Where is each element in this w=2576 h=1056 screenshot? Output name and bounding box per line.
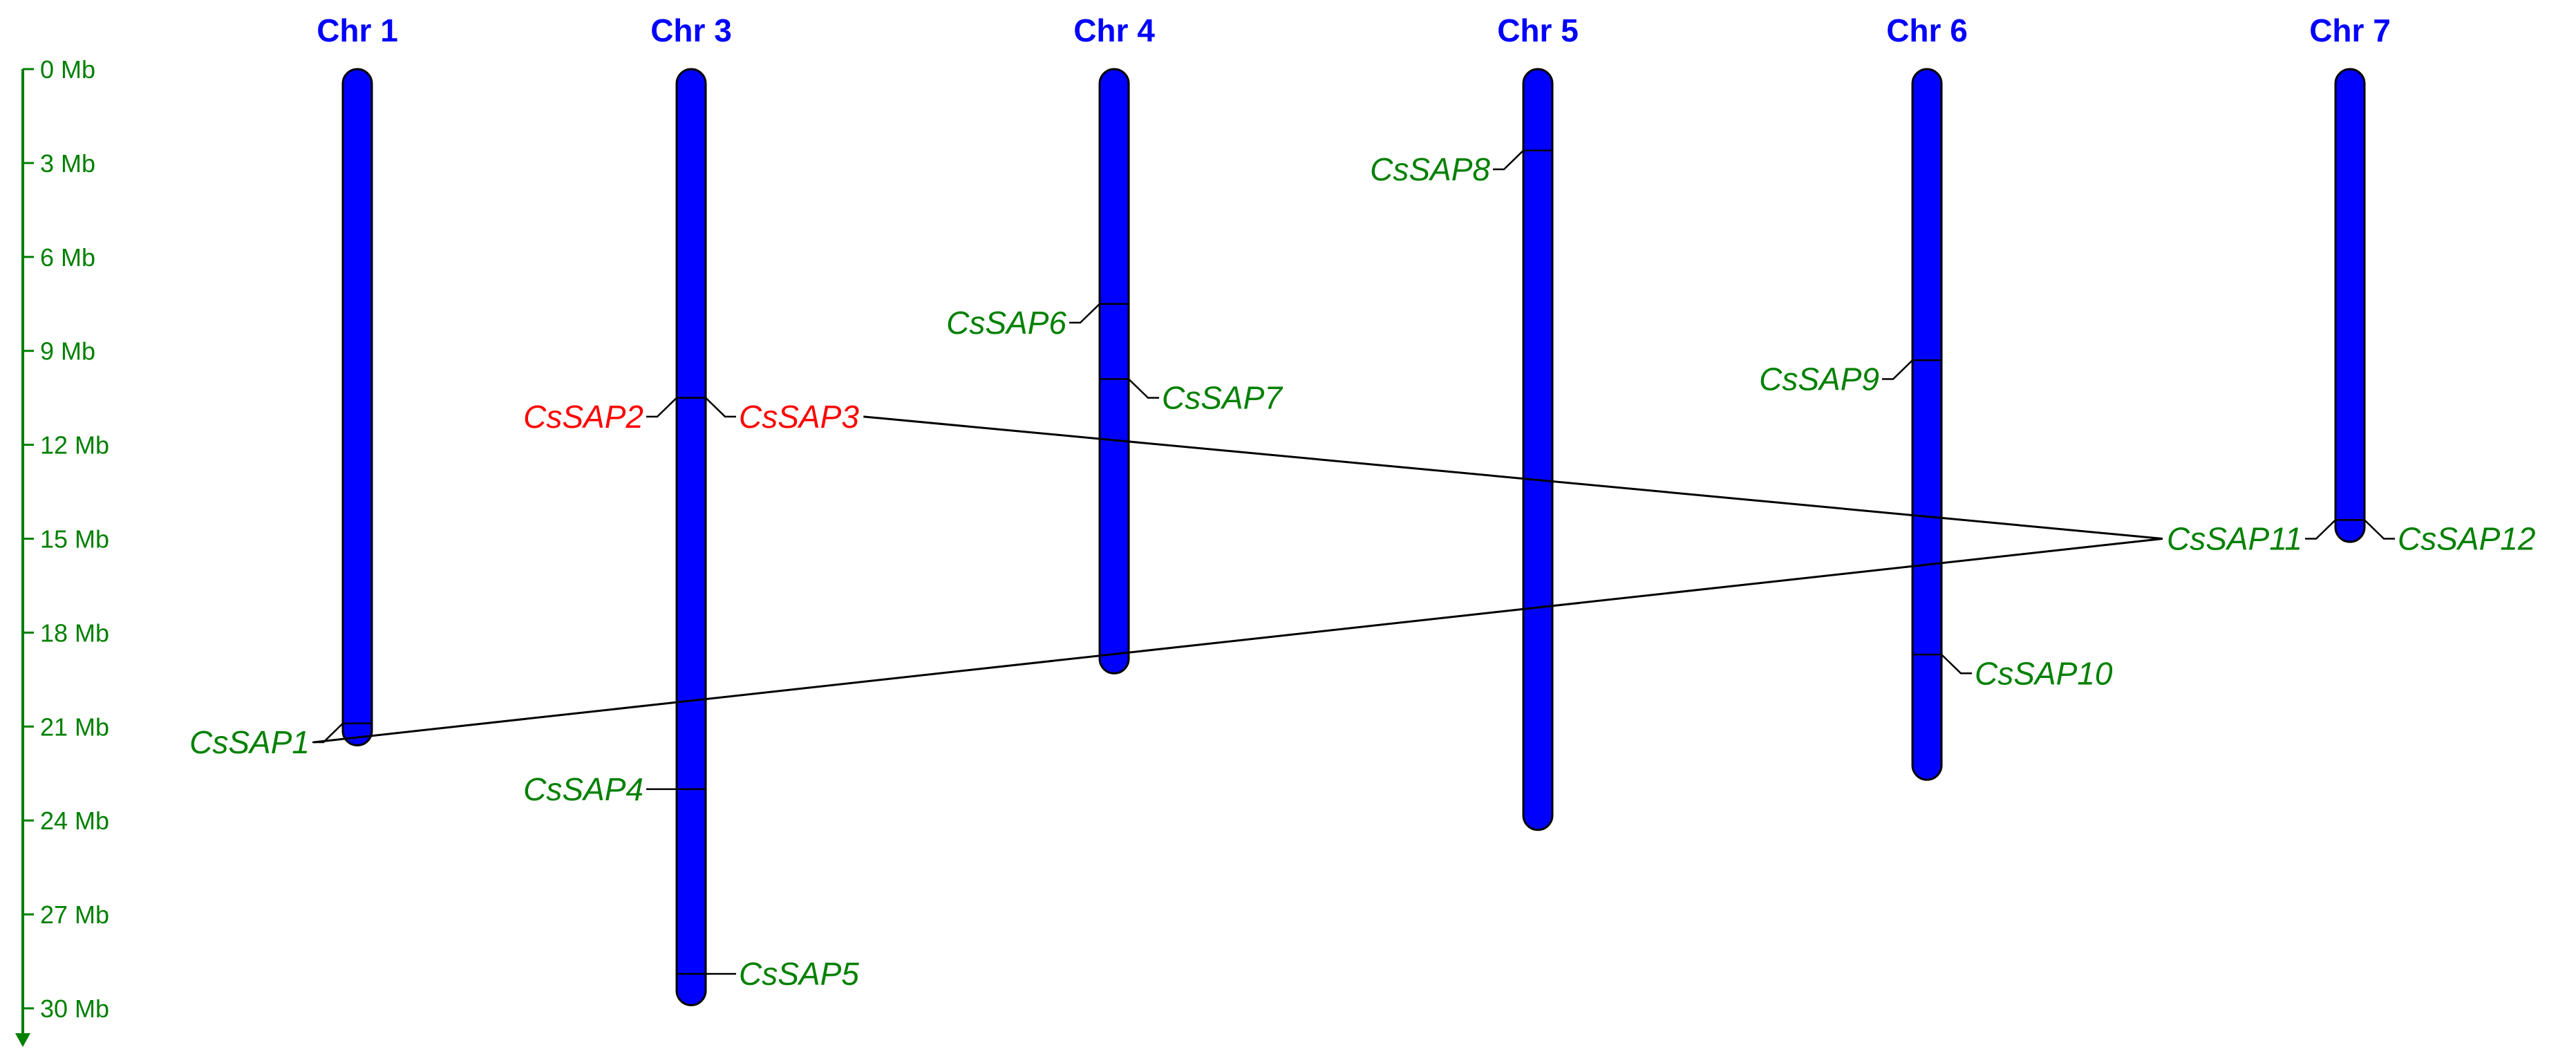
- gene-marker-CsSAP3: [677, 397, 736, 418]
- gene-marker-CsSAP7: [1100, 378, 1159, 399]
- axis-tick-label: 9 Mb: [40, 337, 95, 366]
- gene-label-CsSAP2: CsSAP2: [523, 399, 643, 435]
- chromosome-title-chr4: Chr 4: [1073, 12, 1155, 48]
- gene-label-CsSAP11: CsSAP11: [2167, 521, 2302, 557]
- chromosome-title-chr6: Chr 6: [1886, 12, 1968, 48]
- gene-label-CsSAP10: CsSAP10: [1975, 655, 2113, 691]
- duplication-link-CsSAP3-CsSAP11: [863, 415, 2163, 540]
- gene-label-CsSAP6: CsSAP6: [946, 305, 1066, 341]
- axis-tick-label: 27 Mb: [40, 901, 109, 929]
- axis-tick-label: 21 Mb: [40, 713, 109, 741]
- gene-label-CsSAP3: CsSAP3: [739, 399, 859, 435]
- axis-tick-label: 30 Mb: [40, 994, 109, 1023]
- gene-marker-CsSAP6: [1069, 303, 1129, 324]
- duplication-link-CsSAP1-CsSAP11: [313, 538, 2163, 744]
- axis-tick-label: 6 Mb: [40, 243, 95, 272]
- chromosome-chr3: [675, 68, 707, 1006]
- axis-tick-label: 15 Mb: [40, 525, 109, 554]
- chromosome-chr1: [341, 68, 373, 746]
- axis-arrow-icon: [15, 1033, 30, 1047]
- gene-label-CsSAP4: CsSAP4: [523, 771, 643, 807]
- gene-marker-CsSAP9: [1882, 359, 1942, 380]
- chromosome-layer: Chr 1 Chr 3 Chr 4 Chr 5 Chr 6 Chr 7: [317, 12, 2391, 1006]
- axis-tick-label: 24 Mb: [40, 807, 109, 835]
- axis-tick-label: 18 Mb: [40, 619, 109, 647]
- chromosome-chr4: [1098, 68, 1130, 675]
- chromosome-title-chr1: Chr 1: [317, 12, 398, 48]
- gene-marker-CsSAP12: [2335, 519, 2395, 540]
- chromosome-title-chr7: Chr 7: [2309, 12, 2391, 48]
- chromosome-chr6: [1911, 68, 1943, 781]
- gene-label-CsSAP8: CsSAP8: [1370, 151, 1490, 187]
- gene-label-CsSAP9: CsSAP9: [1759, 361, 1879, 397]
- gene-label-CsSAP12: CsSAP12: [2398, 521, 2535, 557]
- axis-tick-label: 12 Mb: [40, 431, 109, 460]
- gene-marker-CsSAP10: [1912, 653, 1972, 675]
- gene-marker-CsSAP1: [312, 722, 372, 744]
- chromosome-chr5: [1522, 68, 1554, 831]
- gene-label-CsSAP7: CsSAP7: [1162, 380, 1283, 416]
- gene-label-CsSAP1: CsSAP1: [189, 724, 310, 760]
- mb-scale-axis: 0 Mb 3 Mb 6 Mb 9 Mb 12 Mb 15 Mb 18 Mb 21 Mb 24 M…: [15, 55, 109, 1047]
- chromosome-title-chr5: Chr 5: [1497, 12, 1579, 48]
- axis-tick-label: 3 Mb: [40, 149, 95, 178]
- gene-marker-CsSAP8: [1493, 149, 1552, 171]
- axis-tick-label: 0 Mb: [40, 55, 95, 84]
- gene-label-CsSAP5: CsSAP5: [739, 956, 859, 992]
- chromosome-title-chr3: Chr 3: [650, 12, 732, 48]
- duplication-link-layer: [313, 415, 2163, 744]
- chromosome-chr7: [2334, 68, 2366, 543]
